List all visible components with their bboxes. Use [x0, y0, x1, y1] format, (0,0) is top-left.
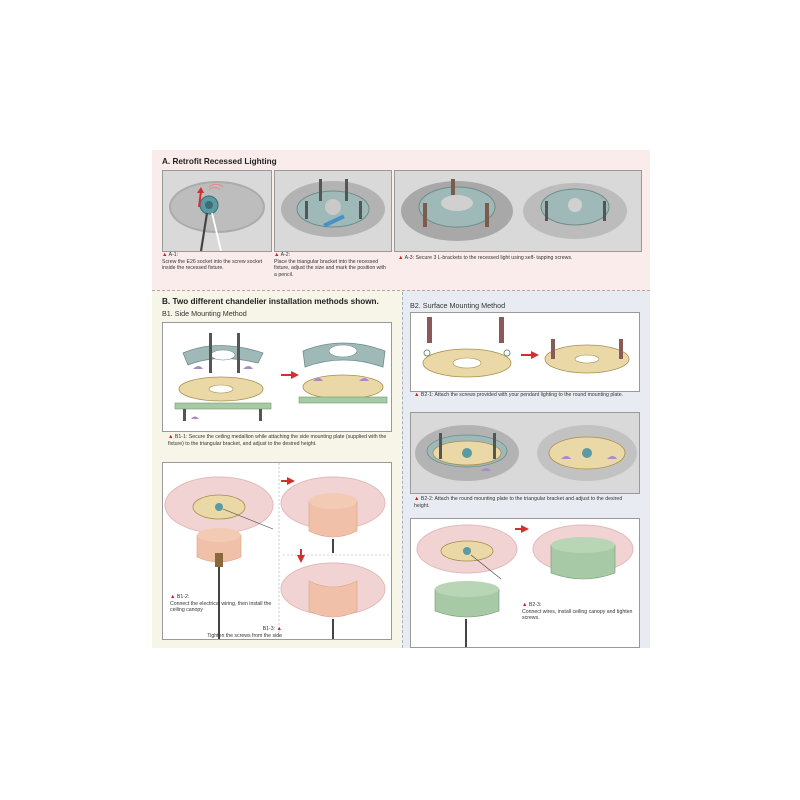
panel-b2-2: [410, 412, 640, 494]
section-b2-title: B2. Surface Mounting Method: [410, 301, 506, 310]
warning-triangle-icon: ▲: [168, 434, 174, 440]
warning-triangle-icon: ▲: [522, 602, 528, 608]
panel-a3: [394, 170, 642, 252]
warning-triangle-icon: ▲: [274, 252, 280, 258]
panel-b1-2-3: [162, 462, 392, 640]
panel-b2-3: [410, 518, 640, 648]
step-b2-3-caption: ▲ B2-3: Connect wires, install ceiling c…: [522, 602, 633, 622]
warning-triangle-icon: ▲: [414, 496, 420, 502]
warning-triangle-icon: ▲: [170, 594, 176, 600]
section-divider: [152, 290, 650, 291]
step-a1-caption: ▲ A-1: Screw the E26 socket into the scr…: [162, 252, 263, 272]
warning-triangle-icon: ▲: [414, 392, 420, 398]
section-a-title: A. Retrofit Recessed Lighting: [162, 157, 277, 166]
warning-triangle-icon: ▲: [162, 252, 168, 258]
panel-b1-1: [162, 322, 392, 432]
step-a3-caption: ▲ A-3: Secure 3 L-brackets to the recess…: [398, 255, 573, 261]
panel-a2: [274, 170, 392, 252]
step-b1-2-caption: ▲ B1-2: Connect the electrical wiring, t…: [170, 594, 272, 614]
step-b1-3-caption: B1-3: ▲ Tighten the screws from the side: [207, 626, 282, 639]
step-b1-1-caption: ▲ B1-1: Secure the ceiling medallion whi…: [168, 434, 387, 447]
column-divider: [402, 292, 403, 648]
warning-triangle-icon: ▲: [398, 255, 404, 261]
step-b2-1-caption: ▲ B2-1: Attach the screws provided with …: [414, 392, 624, 398]
step-a2-caption: ▲ A-2: Place the triangular bracket into…: [274, 252, 386, 278]
step-b2-2-caption: ▲ B2-2: Attach the round mounting plate …: [414, 496, 623, 509]
section-b1-title: B1. Side Mounting Method: [162, 309, 247, 318]
section-b-title: B. Two different chandelier installation…: [162, 297, 379, 306]
panel-a1: [162, 170, 272, 252]
panel-b2-1: [410, 312, 640, 392]
warning-triangle-icon: ▲: [276, 626, 282, 632]
